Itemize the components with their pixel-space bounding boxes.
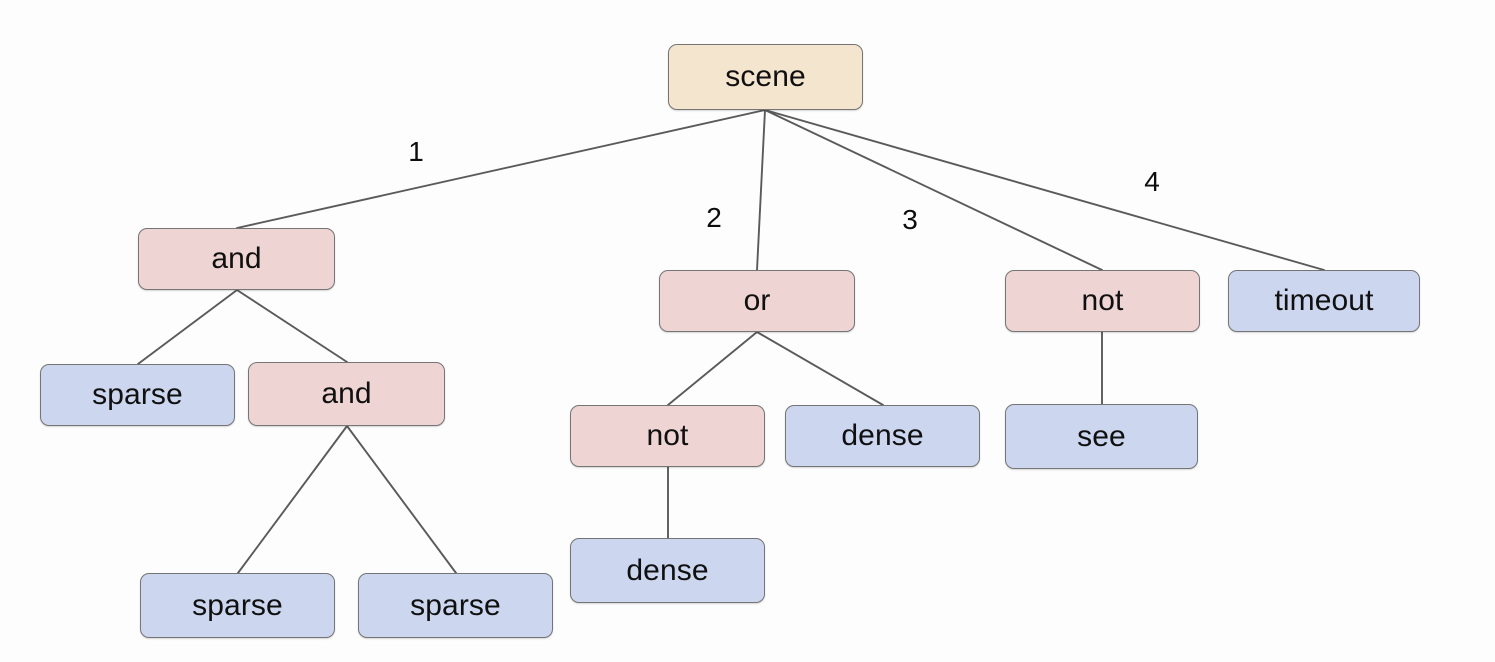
tree-node-timeout1[interactable]: timeout: [1228, 270, 1420, 332]
tree-node-sparse2[interactable]: sparse: [140, 573, 335, 638]
tree-edge-scene-to-timeout1: [764, 109, 1325, 271]
tree-node-label: see: [1077, 419, 1126, 453]
tree-edge-scene-to-not1: [764, 109, 1103, 271]
edge-label-1: 1: [408, 136, 424, 167]
tree-node-label: not: [1081, 284, 1124, 317]
tree-edge-and2-to-sparse3: [346, 425, 457, 574]
tree-edge-and2-to-sparse2: [237, 425, 348, 574]
edge-label-3: 3: [902, 204, 918, 235]
tree-node-label: and: [211, 242, 262, 275]
tree-node-label: not: [646, 419, 689, 452]
tree-node-label: dense: [626, 553, 709, 587]
tree-node-label: and: [321, 377, 372, 410]
tree-node-label: dense: [841, 419, 924, 452]
tree-node-label: sparse: [192, 588, 283, 622]
tree-node-dense2[interactable]: dense: [570, 538, 765, 603]
tree-node-label: sparse: [410, 588, 501, 622]
tree-edge-or1-to-not2: [667, 331, 758, 406]
tree-node-not2[interactable]: not: [570, 405, 765, 467]
tree-node-dense1[interactable]: dense: [785, 405, 980, 467]
tree-node-and1[interactable]: and: [138, 228, 335, 290]
tree-edge-and1-to-sparse1: [137, 289, 238, 365]
tree-edge-or1-to-dense1: [756, 331, 884, 406]
tree-node-label: scene: [725, 60, 806, 93]
tree-node-sparse1[interactable]: sparse: [40, 364, 235, 426]
edge-label-2: 2: [706, 202, 722, 233]
tree-node-not1[interactable]: not: [1005, 270, 1200, 332]
tree-node-and2[interactable]: and: [248, 362, 445, 426]
tree-edge-and1-to-and2: [236, 289, 348, 363]
tree-node-label: or: [743, 284, 771, 317]
tree-node-sparse3[interactable]: sparse: [358, 573, 553, 638]
tree-edge-scene-to-and1: [236, 109, 766, 229]
tree-node-label: sparse: [92, 378, 183, 411]
tree-edge-scene-to-or1: [756, 109, 766, 271]
tree-node-label: timeout: [1274, 284, 1374, 317]
tree-node-see1[interactable]: see: [1005, 404, 1198, 469]
edge-label-4: 4: [1144, 166, 1160, 197]
tree-node-or1[interactable]: or: [659, 270, 855, 332]
tree-node-scene[interactable]: scene: [668, 44, 863, 110]
